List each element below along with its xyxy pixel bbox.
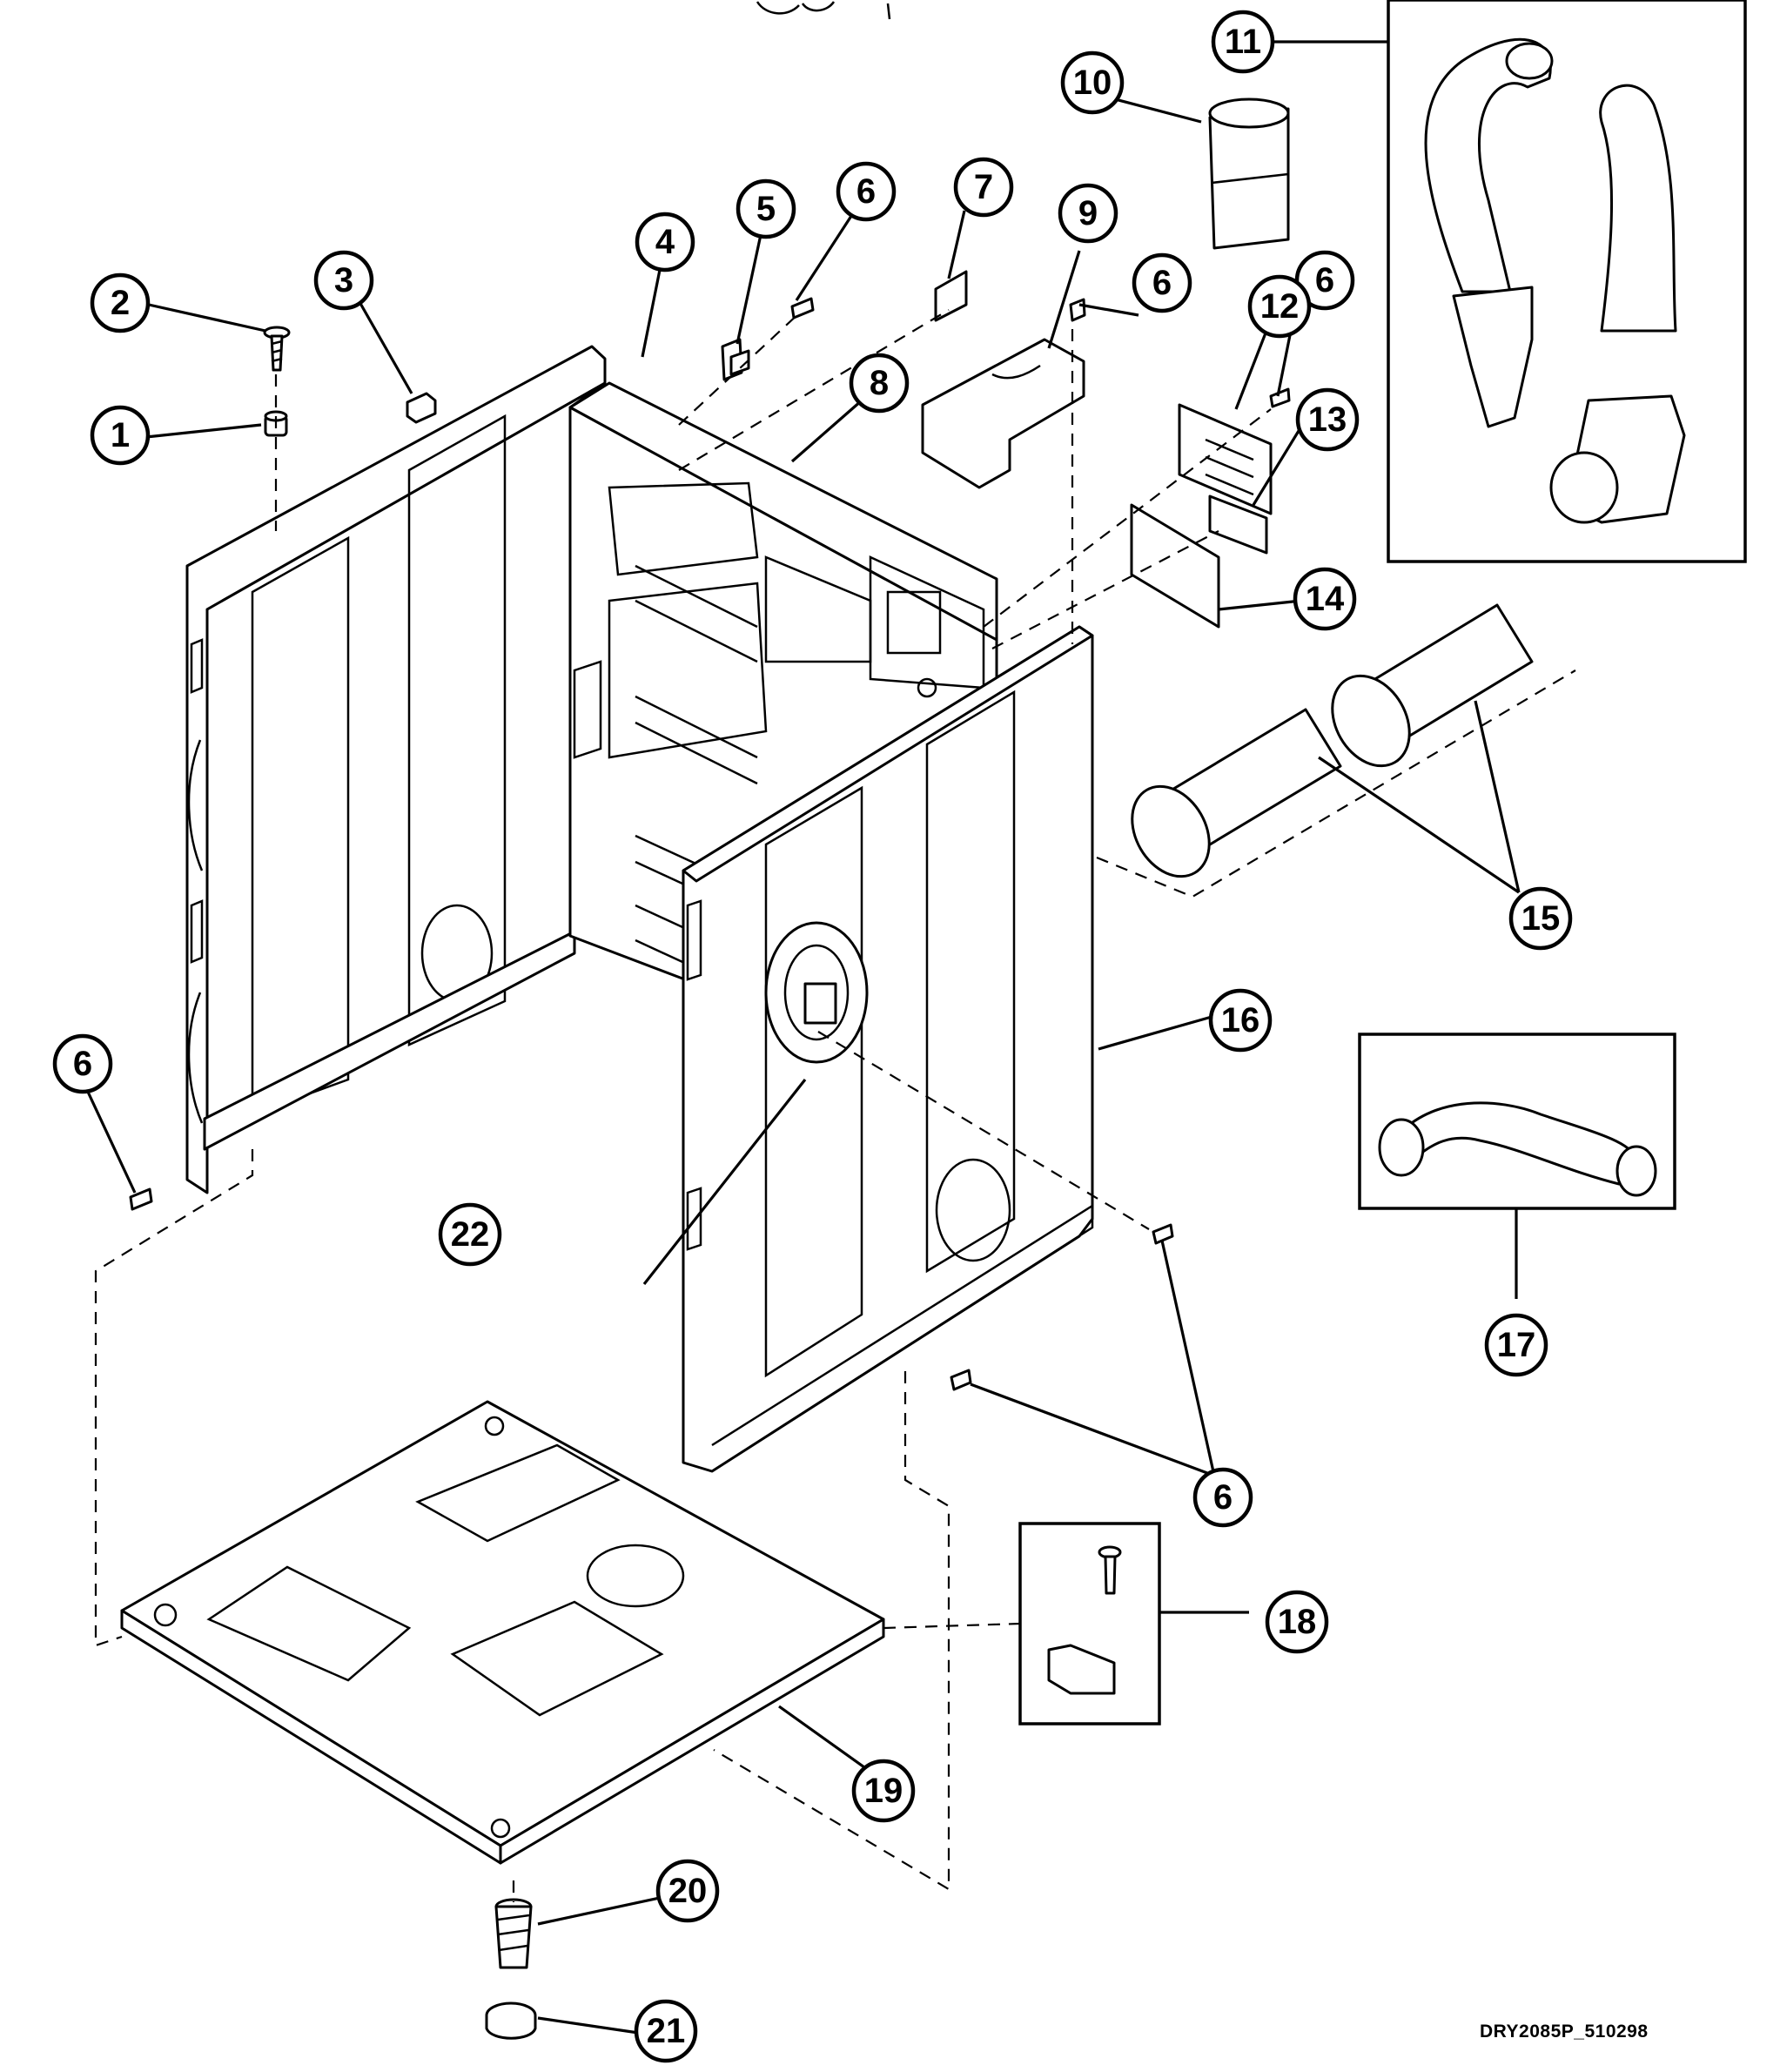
callout-4: 4 bbox=[635, 212, 695, 272]
assembly-dashed-lines bbox=[94, 309, 1576, 1902]
svg-text:3: 3 bbox=[334, 261, 353, 299]
svg-text:22: 22 bbox=[451, 1215, 490, 1254]
callout-13: 13 bbox=[1295, 387, 1360, 452]
screw-fasteners bbox=[129, 297, 1291, 1391]
svg-text:1: 1 bbox=[111, 416, 130, 454]
svg-text:8: 8 bbox=[870, 364, 889, 402]
svg-text:2: 2 bbox=[111, 284, 130, 322]
callout-8: 8 bbox=[849, 353, 910, 414]
part-7-label bbox=[934, 270, 968, 322]
part-15-duct-pieces bbox=[1131, 603, 1534, 878]
callout-20: 20 bbox=[655, 1859, 720, 1923]
rear-panel bbox=[568, 381, 998, 994]
svg-text:6: 6 bbox=[1152, 264, 1172, 302]
part-11-box bbox=[1387, 0, 1747, 563]
callout-16: 16 bbox=[1208, 988, 1273, 1053]
part-10-exhaust-duct bbox=[1208, 98, 1290, 250]
svg-text:6: 6 bbox=[856, 172, 876, 211]
callout-6-bracket: 6 bbox=[1132, 252, 1192, 313]
svg-text:11: 11 bbox=[1225, 23, 1261, 61]
part-17-flex-hose bbox=[1378, 1101, 1657, 1197]
drawing-code: DRY2085P_510298 bbox=[1480, 2022, 1649, 2042]
callout-6-top: 6 bbox=[836, 161, 897, 222]
leader-lines bbox=[85, 40, 1521, 2035]
callout-10: 10 bbox=[1060, 50, 1125, 115]
svg-text:7: 7 bbox=[974, 168, 993, 206]
callout-19: 19 bbox=[851, 1759, 916, 1823]
svg-text:16: 16 bbox=[1221, 1001, 1260, 1039]
callout-6-right: 6 bbox=[1192, 1467, 1253, 1528]
part-9-bracket bbox=[921, 338, 1085, 489]
callout-18: 18 bbox=[1265, 1590, 1329, 1654]
callout-22: 22 bbox=[438, 1202, 502, 1267]
part-12-vent-plate bbox=[1178, 403, 1273, 515]
part-3-clip bbox=[406, 392, 437, 424]
callout-2: 2 bbox=[90, 272, 151, 333]
callout-6-left: 6 bbox=[52, 1033, 113, 1094]
svg-text:19: 19 bbox=[864, 1772, 903, 1810]
callout-3: 3 bbox=[313, 250, 374, 311]
svg-text:5: 5 bbox=[756, 190, 776, 228]
svg-text:6: 6 bbox=[73, 1045, 92, 1083]
part-11-hose-kit bbox=[1424, 37, 1686, 524]
svg-text:10: 10 bbox=[1073, 64, 1112, 102]
part-14-insulation bbox=[1130, 503, 1220, 629]
part-2-screw bbox=[263, 326, 291, 372]
svg-text:14: 14 bbox=[1306, 580, 1345, 618]
svg-text:17: 17 bbox=[1497, 1326, 1536, 1364]
svg-text:9: 9 bbox=[1078, 194, 1098, 232]
svg-text:6: 6 bbox=[1315, 261, 1334, 299]
callout-5: 5 bbox=[736, 178, 796, 239]
svg-text:13: 13 bbox=[1308, 400, 1347, 439]
base-pan bbox=[120, 1400, 885, 1865]
callout-7: 7 bbox=[953, 157, 1014, 218]
svg-text:4: 4 bbox=[655, 223, 675, 261]
svg-text:12: 12 bbox=[1260, 287, 1300, 326]
bottom-front-rail bbox=[203, 930, 576, 1151]
callout-17: 17 bbox=[1484, 1313, 1548, 1377]
part-21-foot-pad bbox=[485, 2001, 537, 2040]
callout-21: 21 bbox=[634, 1999, 698, 2063]
callout-9: 9 bbox=[1058, 183, 1118, 244]
svg-text:15: 15 bbox=[1521, 899, 1561, 938]
callout-1: 1 bbox=[90, 405, 151, 466]
svg-text:6: 6 bbox=[1213, 1478, 1233, 1517]
part-20-leveling-leg bbox=[494, 1898, 533, 1969]
svg-text:20: 20 bbox=[668, 1872, 708, 1910]
part-5-bracket bbox=[721, 338, 750, 381]
part-18-hardware bbox=[1047, 1545, 1122, 1695]
left-side-panel bbox=[185, 345, 607, 1194]
svg-text:21: 21 bbox=[647, 2012, 686, 2050]
callout-14: 14 bbox=[1293, 567, 1357, 631]
handwritten-mark bbox=[756, 1, 891, 20]
callout-12: 12 bbox=[1247, 274, 1312, 339]
part-13-cover bbox=[1208, 494, 1268, 555]
callout-15: 15 bbox=[1508, 886, 1573, 951]
right-side-panel bbox=[682, 625, 1094, 1473]
callout-11: 11 bbox=[1211, 10, 1275, 74]
svg-text:18: 18 bbox=[1278, 1603, 1317, 1641]
